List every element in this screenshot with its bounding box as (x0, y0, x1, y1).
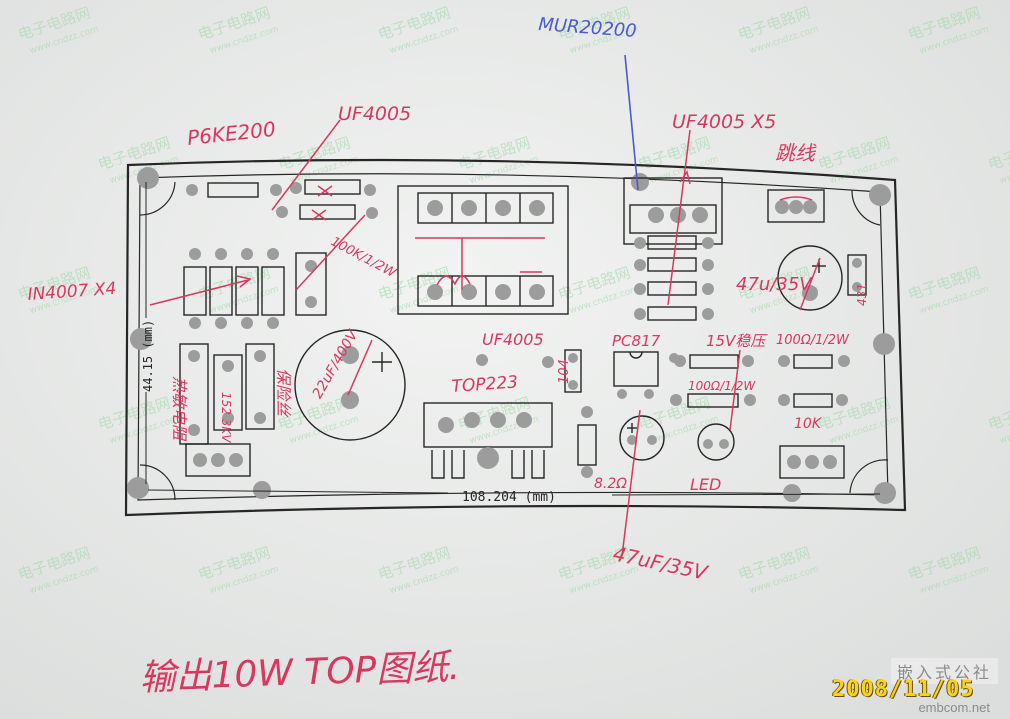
uf4005-mid-label: UF4005 (482, 330, 544, 349)
brand-watermark: 嵌入式公社 (890, 658, 998, 684)
height-dimension-label: 44.15 (mm) (141, 320, 155, 392)
bottom-right-components (577, 406, 735, 478)
uf4005-x5-label: UF4005 X5 (672, 111, 776, 133)
resistor-100b-label: 100Ω/1/2W (688, 379, 756, 393)
right-mid-resistors (670, 354, 850, 408)
site-watermark: embcom.net (918, 700, 990, 715)
cap-47u-label: 47u/35V (736, 274, 813, 295)
r8r2-label: 8.2Ω (594, 476, 627, 492)
top-row-components (186, 179, 378, 220)
resistor-100-label: 100Ω/1/2W (776, 333, 850, 348)
dimension-lines (145, 182, 881, 496)
r431-label: 431 (855, 283, 869, 306)
mid-row-components (476, 349, 679, 399)
width-dimension-label: 108.204 (mm) (462, 490, 556, 505)
mounting-pad (130, 328, 152, 350)
led-label: LED (690, 475, 721, 494)
regulator-label: 15V稳压 (706, 332, 768, 350)
mounting-pad (869, 184, 891, 206)
mounting-pads (127, 167, 896, 504)
transformer (397, 185, 569, 315)
terminal-blocks (185, 443, 845, 479)
top223-label: TOP223 (451, 372, 519, 397)
mounting-pad (137, 167, 159, 189)
resistor-10k-label: 10K (794, 416, 823, 432)
bridge-diodes (183, 248, 327, 329)
r104-label: 104 (557, 359, 572, 384)
red-annotation-strokes (149, 119, 821, 557)
bottom-edge-pads (253, 481, 801, 502)
mounting-pad (631, 173, 649, 191)
uf4005-top-label: UF4005 (338, 103, 411, 125)
blue-pointer-line (624, 54, 639, 191)
thermistor-label: 热敏电阻 (170, 376, 189, 442)
fuse-label: 保险丝 (274, 368, 293, 418)
mounting-pad (127, 477, 149, 499)
top223-package (423, 402, 553, 479)
mounting-pad (874, 482, 896, 504)
pc817-label: PC817 (612, 332, 661, 350)
output-diode-block (623, 177, 723, 321)
date-stamp: 2008/11/05 (832, 677, 975, 702)
bulk-capacitor (294, 329, 406, 441)
right-top-components (767, 189, 867, 311)
cap-152-label: 152 3KV (219, 392, 233, 443)
jumper-label: 跳线 (775, 141, 817, 165)
mounting-pad (873, 333, 895, 355)
